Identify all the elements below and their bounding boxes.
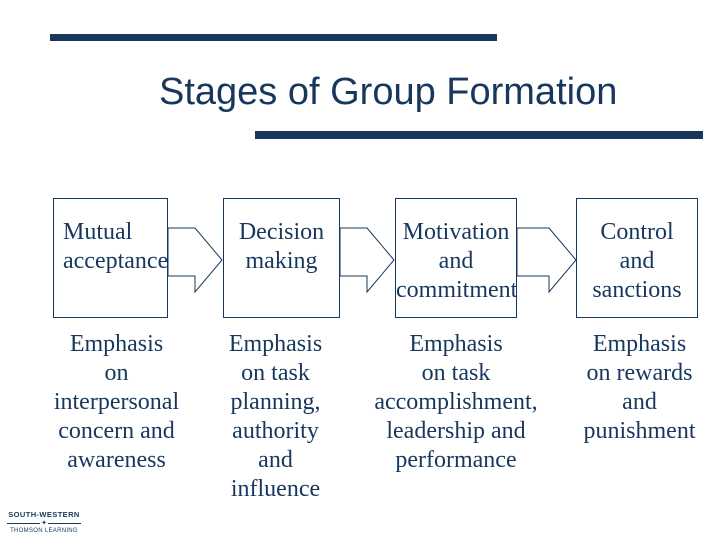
stage-label-line: Motivation <box>402 219 510 245</box>
emphasis-line: Emphasis <box>69 331 164 357</box>
emphasis-line: planning, <box>230 389 321 415</box>
top-accent-bar <box>50 34 497 41</box>
publisher-logo: SOUTH-WESTERN ✦ THOMSON LEARNING <box>7 511 81 535</box>
emphasis-text-motivation-commitment: Emphasis on task accomplishment, leaders… <box>361 330 551 475</box>
emphasis-line: on rewards <box>586 360 693 386</box>
emphasis-line: accomplishment, <box>374 389 538 415</box>
stage-box-decision-making: Decision making <box>223 198 340 318</box>
stage-label-line: Control <box>600 219 674 245</box>
emphasis-line: on <box>104 360 129 386</box>
emphasis-line: punishment <box>583 418 696 444</box>
emphasis-line: leadership and <box>386 418 526 444</box>
emphasis-line: and <box>622 389 657 415</box>
right-arrow-icon <box>167 227 223 294</box>
emphasis-line: influence <box>230 476 321 502</box>
stage-label-line: commitment <box>396 277 518 303</box>
emphasis-text-control-sanctions: Emphasis on rewards and punishment <box>562 330 717 446</box>
logo-divider-rule <box>47 523 81 524</box>
logo-sub-text: THOMSON LEARNING <box>10 528 78 534</box>
logo-divider: ✦ <box>7 520 81 527</box>
stage-label-line: and <box>619 248 655 274</box>
title-underline-bar <box>255 131 703 139</box>
emphasis-line: performance <box>395 447 517 473</box>
page-title: Stages of Group Formation <box>159 71 618 113</box>
emphasis-text-decision-making: Emphasis on task planning, authority and… <box>198 330 353 504</box>
stage-box-mutual-acceptance: Mutual acceptance <box>53 198 168 318</box>
emphasis-line: Emphasis <box>409 331 503 357</box>
emphasis-line: Emphasis <box>592 331 687 357</box>
stage-label-line: Mutual <box>63 219 133 245</box>
emphasis-line: concern and <box>58 418 175 444</box>
stage-label-line: acceptance <box>63 248 169 274</box>
stage-label-line: Decision <box>238 219 325 245</box>
emphasis-line: interpersonal <box>53 389 180 415</box>
logo-divider-rule <box>7 523 41 524</box>
stage-label-line: sanctions <box>592 277 682 303</box>
stage-label-line: making <box>245 248 318 274</box>
emphasis-line: and <box>258 447 293 473</box>
emphasis-text-mutual-acceptance: Emphasis on interpersonal concern and aw… <box>39 330 194 475</box>
emphasis-line: awareness <box>67 447 166 473</box>
stage-box-control-sanctions: Control and sanctions <box>576 198 698 318</box>
stage-box-motivation-commitment: Motivation and commitment <box>395 198 517 318</box>
logo-brand-text: SOUTH-WESTERN <box>8 510 80 519</box>
emphasis-line: on task <box>241 360 310 386</box>
emphasis-line: on task <box>421 360 491 386</box>
emphasis-line: Emphasis <box>228 331 323 357</box>
stage-label-line: and <box>438 248 474 274</box>
emphasis-line: authority <box>232 418 319 444</box>
star-icon: ✦ <box>41 520 47 527</box>
right-arrow-icon <box>516 227 577 294</box>
right-arrow-icon <box>339 227 395 294</box>
